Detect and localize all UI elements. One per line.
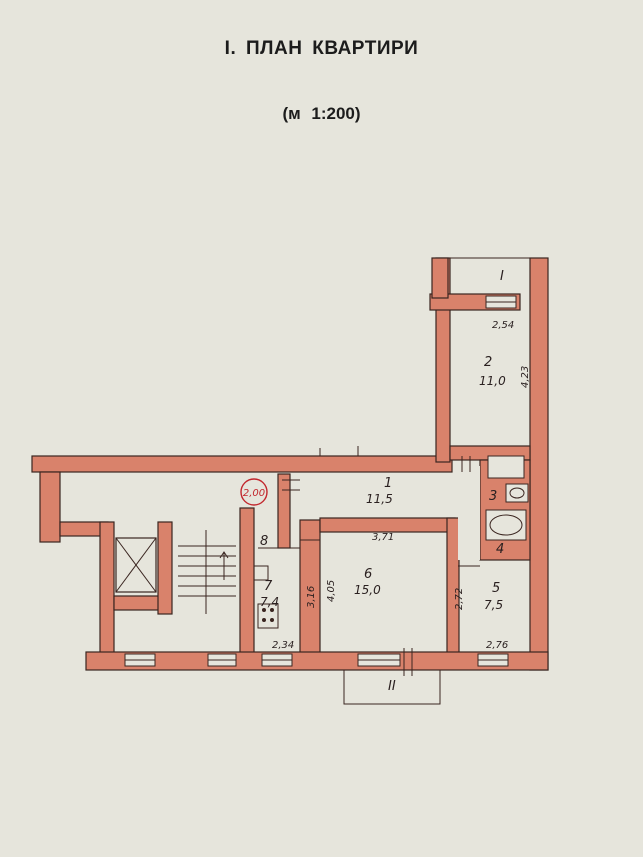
wall-balcony-left [431, 257, 449, 299]
doors [258, 446, 480, 676]
wall-right-outer [529, 257, 549, 671]
room-6-area: 15,0 [354, 583, 381, 597]
balcony-ii-number: II [388, 679, 396, 694]
room-2-dimension: 4,23 [520, 366, 531, 388]
plan-scale: (м 1:200) [282, 104, 361, 123]
room-2-area: 11,0 [479, 374, 506, 388]
wall-room8-right [277, 473, 291, 549]
wall-room7-left [239, 507, 255, 659]
bath-fixtures [485, 455, 529, 541]
stove-icon [257, 603, 279, 629]
room-5-side-dimension: 2,72 [454, 588, 465, 610]
stamp-mark: 2,00 [240, 478, 268, 506]
wall-left-outer [39, 471, 61, 543]
plan-title: І. ПЛАН КВАРТИРИ [224, 38, 419, 59]
room-1-number: 1 [384, 476, 392, 491]
room-2-number: 2 [484, 355, 492, 370]
room-7-number: 7 [264, 579, 273, 594]
room-7-dimension: 2,34 [272, 640, 294, 651]
wall-bottom [85, 651, 549, 671]
balcony-i-dimension: 2,54 [492, 320, 514, 331]
room-6-dimension: 4,05 [326, 580, 337, 602]
balcony-ii-outline [343, 669, 441, 705]
room-1-area: 11,5 [366, 492, 393, 506]
room-8-number: 8 [260, 534, 268, 549]
room-1-dimension: 3,71 [372, 532, 394, 543]
staircase [178, 530, 236, 614]
room-5-area: 7,5 [484, 598, 503, 612]
walls [31, 257, 549, 671]
wall-stair-right [157, 521, 173, 615]
stamp-value: 2,00 [243, 488, 265, 499]
room-5-dimension: 2,76 [486, 640, 508, 651]
room-5-number: 5 [492, 581, 500, 596]
wall-stair-left [99, 521, 115, 659]
room-7-side-dimension: 3,16 [306, 586, 317, 608]
room-labels: 1 11,5 3,71 2 11,0 4,23 3 4 5 7,5 2,76 2… [260, 269, 531, 694]
wall-top-main [31, 455, 453, 473]
wall-room6-top [319, 517, 456, 533]
room-3-number: 3 [489, 489, 497, 504]
elevator-shaft [115, 537, 157, 593]
room-4-number: 4 [496, 542, 504, 557]
room-6-number: 6 [364, 567, 372, 582]
room-7-area: 7,4 [260, 595, 279, 609]
balcony-i-number: I [500, 269, 504, 284]
windows [124, 295, 517, 667]
sink-icon [253, 565, 269, 581]
